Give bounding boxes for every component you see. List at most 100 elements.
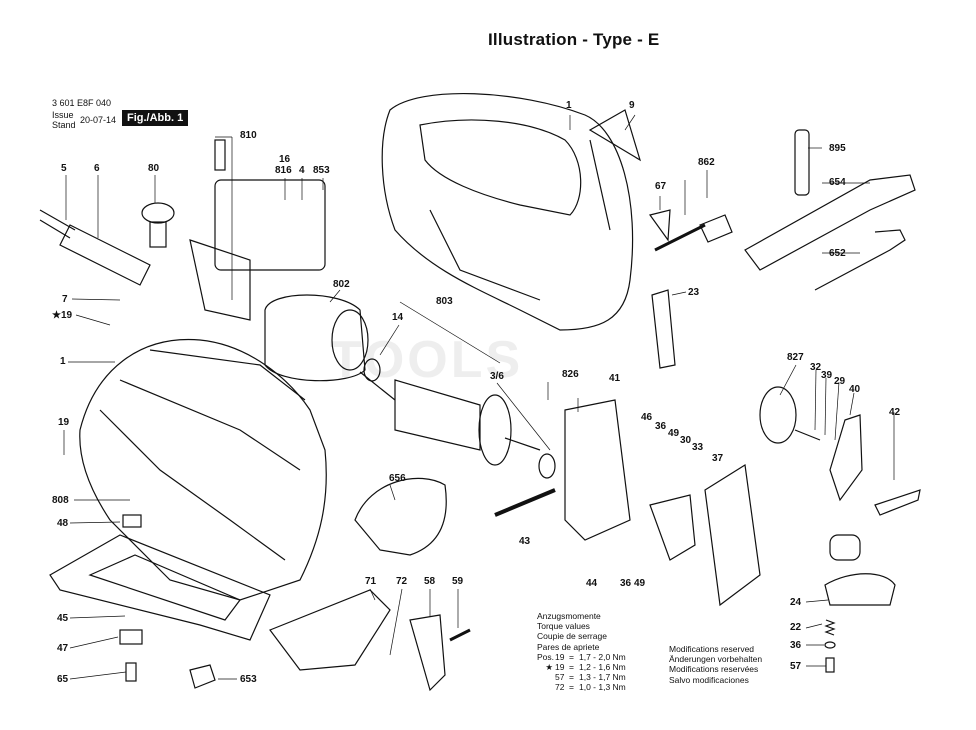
torque-prefix: Pos.	[537, 651, 555, 662]
part-number: 3 601 E8F 040	[52, 98, 112, 108]
part-label: 49	[668, 428, 680, 439]
part-label: 802	[333, 279, 350, 290]
part-label: 37	[712, 453, 724, 464]
torque-heading-es: Pares de apriete	[537, 641, 600, 652]
part-label: 58	[424, 576, 436, 587]
torque-value: 1,0 - 1,3 Nm	[579, 682, 626, 693]
base-plate	[49, 534, 271, 641]
torque-value: 1,7 - 2,0 Nm	[579, 651, 626, 662]
torque-eq: =	[569, 672, 574, 683]
part-label: 862	[698, 157, 715, 168]
torque-eq: =	[569, 662, 574, 673]
torque-eq: =	[569, 651, 574, 662]
torque-value: 1,3 - 1,7 Nm	[579, 672, 626, 683]
part-label: 43	[519, 536, 531, 547]
guide-roller	[829, 534, 861, 561]
torque-heading-fr: Coupie de serrage	[537, 631, 607, 642]
issue-date: 20-07-14	[80, 115, 117, 125]
part-label: 816	[275, 165, 292, 176]
part-label: 4	[299, 165, 305, 176]
part-label: 22	[790, 622, 802, 633]
switch-unit	[214, 179, 326, 271]
bearing-3-6	[538, 453, 556, 479]
speed-knob	[141, 202, 175, 224]
torque-pos: 19	[555, 662, 565, 673]
part-label: 14	[392, 312, 404, 323]
housing-assembled	[79, 338, 327, 601]
part-label: 7	[62, 294, 68, 305]
part-label: 47	[57, 643, 69, 654]
wire-clip	[651, 289, 676, 369]
torque-value: 1,2 - 1,6 Nm	[579, 662, 626, 673]
part-label: 653	[240, 674, 257, 685]
torque-heading-de: Anzugsmomente	[537, 611, 601, 621]
part-label: 36	[655, 421, 667, 432]
torque-heading-en: Torque values	[537, 621, 590, 632]
armature	[394, 379, 481, 451]
part-label: 652	[829, 248, 846, 259]
part-label: 895	[829, 143, 846, 154]
part-label: 9	[629, 100, 635, 111]
part-label: 656	[389, 473, 406, 484]
carbon-brush	[214, 139, 226, 171]
gear-housing	[564, 399, 631, 541]
torque-values: Anzugsmomente Torque values Coupie de se…	[537, 611, 626, 693]
power-cable	[39, 209, 76, 239]
part-label: 1	[566, 100, 572, 111]
part-label: 59	[452, 576, 464, 587]
bearing-14	[363, 358, 381, 382]
part-48	[122, 514, 142, 528]
stator	[264, 294, 366, 382]
part-label: 44	[586, 578, 598, 589]
torque-row: 57 = 1,3 - 1,7 Nm	[537, 672, 626, 682]
torque-pos: 57	[555, 672, 565, 683]
part-label: 24	[790, 597, 802, 608]
extraction-adapter	[744, 174, 916, 271]
figure-label: Fig./Abb. 1	[122, 110, 189, 126]
part-label: 46	[641, 412, 653, 423]
torque-pos: 19	[555, 651, 565, 662]
part-label: 30	[680, 435, 692, 446]
dust-shield	[354, 477, 447, 556]
part-label: 5	[61, 163, 67, 174]
part-label: 3/6	[490, 371, 504, 382]
part-label: 48	[57, 518, 69, 529]
part-label: 32	[810, 362, 822, 373]
mods-fr: Modifications reservées	[669, 664, 759, 675]
part-label: 808	[52, 495, 69, 506]
part-label: 49	[634, 578, 646, 589]
part-label: 36	[620, 578, 632, 589]
part-label: 826	[562, 369, 579, 380]
blade-guard	[269, 589, 391, 671]
part-label: 45	[57, 613, 69, 624]
part-label: 1	[60, 356, 66, 367]
torque-row: 72=1,0 - 1,3 Nm	[537, 682, 626, 692]
part-label: 39	[821, 370, 833, 381]
support-roller	[874, 489, 921, 516]
part-label: 72	[396, 576, 408, 587]
issue-label: Issue	[52, 110, 74, 120]
blade-holder	[824, 573, 896, 606]
part-47	[119, 629, 143, 645]
part-label: 40	[849, 384, 861, 395]
part-label: 853	[313, 165, 330, 176]
torque-row: Pos.19 = 1,7 - 2,0 Nm	[537, 652, 626, 662]
torque-row: ★19=1,2 - 1,6 Nm	[537, 662, 626, 673]
drive-gear	[759, 386, 797, 444]
modifications-note: Modifications reserved Änderungen vorbeh…	[669, 644, 762, 685]
part-label: 33	[692, 442, 704, 453]
part-label: 57	[790, 661, 802, 672]
part-label: 19	[58, 417, 70, 428]
part-label: 29	[834, 376, 846, 387]
torque-pos: 72	[555, 682, 565, 693]
part-label: 23	[688, 287, 700, 298]
part-label: 42	[889, 407, 901, 418]
part-label: 67	[655, 181, 667, 192]
guide-plate	[704, 463, 761, 607]
screw-65	[125, 662, 137, 682]
mods-de: Änderungen vorbehalten	[669, 654, 763, 665]
part-label: 36	[790, 640, 802, 651]
part-label: 827	[787, 352, 804, 363]
part-label: 65	[57, 674, 69, 685]
